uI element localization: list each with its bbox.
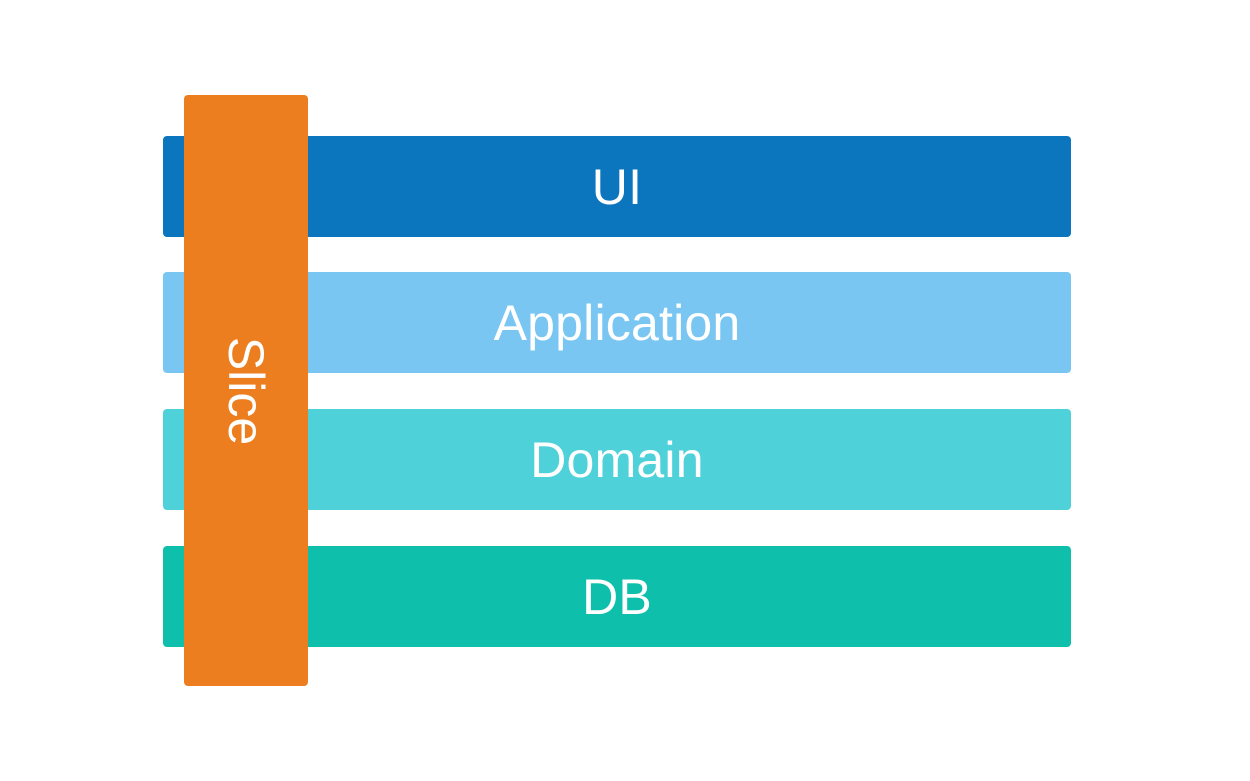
layer-label-application: Application	[493, 294, 741, 351]
vertical-slice-label: Slice	[218, 336, 274, 445]
layer-bar-application[interactable]: Application	[163, 272, 1071, 373]
vertical-slice-bar[interactable]: Slice	[184, 95, 308, 686]
layer-label-ui: UI	[591, 158, 643, 215]
layer-bar-ui[interactable]: UI	[163, 136, 1071, 237]
layer-label-db: DB	[582, 568, 652, 625]
layer-bar-domain[interactable]: Domain	[163, 409, 1071, 510]
layer-bar-db[interactable]: DB	[163, 546, 1071, 647]
layer-label-domain: Domain	[530, 431, 704, 488]
